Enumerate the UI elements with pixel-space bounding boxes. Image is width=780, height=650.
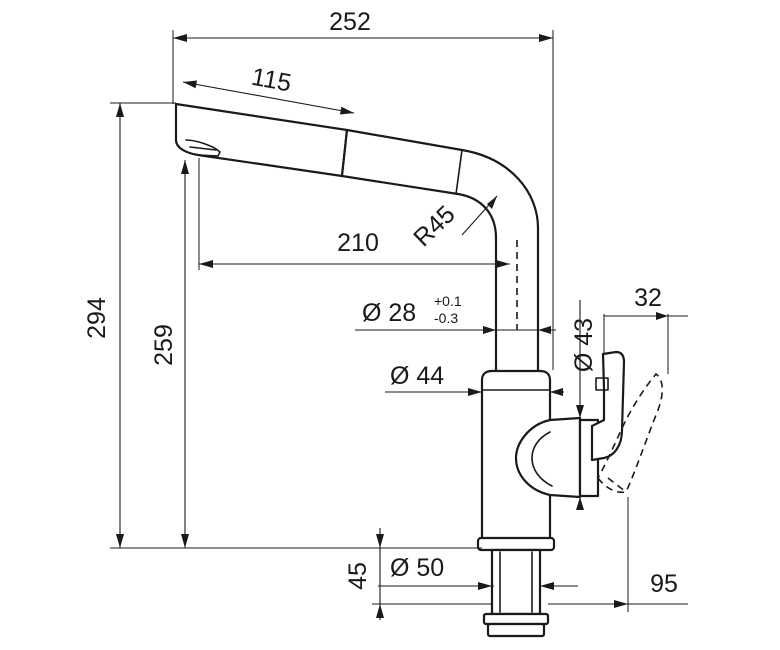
label-259: 259 xyxy=(150,324,178,366)
arrow-d43-top xyxy=(576,405,584,418)
label-32: 32 xyxy=(634,284,662,312)
arrow-d28-right xyxy=(538,326,551,334)
base-flange xyxy=(476,536,556,552)
dimension-labels: 252 115 210 R45 294 259 Ø 28 +0.1 -0.3 Ø… xyxy=(83,8,678,598)
label-45: 45 xyxy=(344,562,372,590)
spout-nozzle xyxy=(185,139,221,157)
arrow-259-bottom xyxy=(181,534,189,548)
hose-nut-bottom xyxy=(486,622,546,638)
arrow-115-right xyxy=(340,106,354,115)
arm-joint xyxy=(455,149,463,195)
arrow-115-left xyxy=(183,80,197,89)
arrow-45-bottom xyxy=(376,604,384,618)
lever-alt-inner xyxy=(607,477,627,493)
hose-nut-top xyxy=(482,612,550,626)
dimline-115 xyxy=(182,81,355,114)
arrow-d43-bottom xyxy=(576,497,584,510)
label-252: 252 xyxy=(329,8,371,36)
label-115: 115 xyxy=(249,63,293,98)
nozzle-line xyxy=(189,146,217,151)
arrow-45-top xyxy=(376,534,384,548)
head-joint xyxy=(341,129,348,177)
arrow-210-right xyxy=(496,260,510,268)
label-d28: Ø 28 xyxy=(362,299,416,327)
arrow-294-top xyxy=(116,103,124,117)
lever-detail xyxy=(595,377,609,391)
arrow-d44-right xyxy=(550,388,563,396)
arrow-d50-right xyxy=(540,582,554,590)
faucet-outline xyxy=(174,102,664,638)
label-d44: Ø 44 xyxy=(390,362,444,390)
label-d28-tol-minus: -0.3 xyxy=(434,310,458,326)
arrow-d28-left xyxy=(483,326,496,334)
label-294: 294 xyxy=(83,297,111,339)
label-d28-tol-plus: +0.1 xyxy=(434,293,462,309)
arrow-252-left xyxy=(173,34,187,42)
arrow-95 xyxy=(614,600,628,608)
arrow-252-right xyxy=(539,34,553,42)
arrow-294-bottom xyxy=(116,534,124,548)
label-d50: Ø 50 xyxy=(390,554,444,582)
label-r45: R45 xyxy=(408,200,460,252)
label-95: 95 xyxy=(650,570,678,598)
label-d43: Ø 43 xyxy=(570,318,598,372)
spout-arm xyxy=(340,128,540,380)
lever-handle xyxy=(590,350,626,462)
arrow-210-left xyxy=(199,260,213,268)
hub-inner xyxy=(531,431,553,487)
arrow-d50-left xyxy=(478,582,492,590)
label-210: 210 xyxy=(337,229,379,257)
spout-head xyxy=(174,102,349,178)
arrow-259-top xyxy=(181,160,189,174)
arrow-d44 xyxy=(468,388,482,396)
dimension-lines xyxy=(110,30,688,620)
arrow-32 xyxy=(656,312,668,320)
lever-hub xyxy=(514,416,582,499)
arrow-r45 xyxy=(487,196,497,209)
lever-alt-position xyxy=(597,372,664,494)
